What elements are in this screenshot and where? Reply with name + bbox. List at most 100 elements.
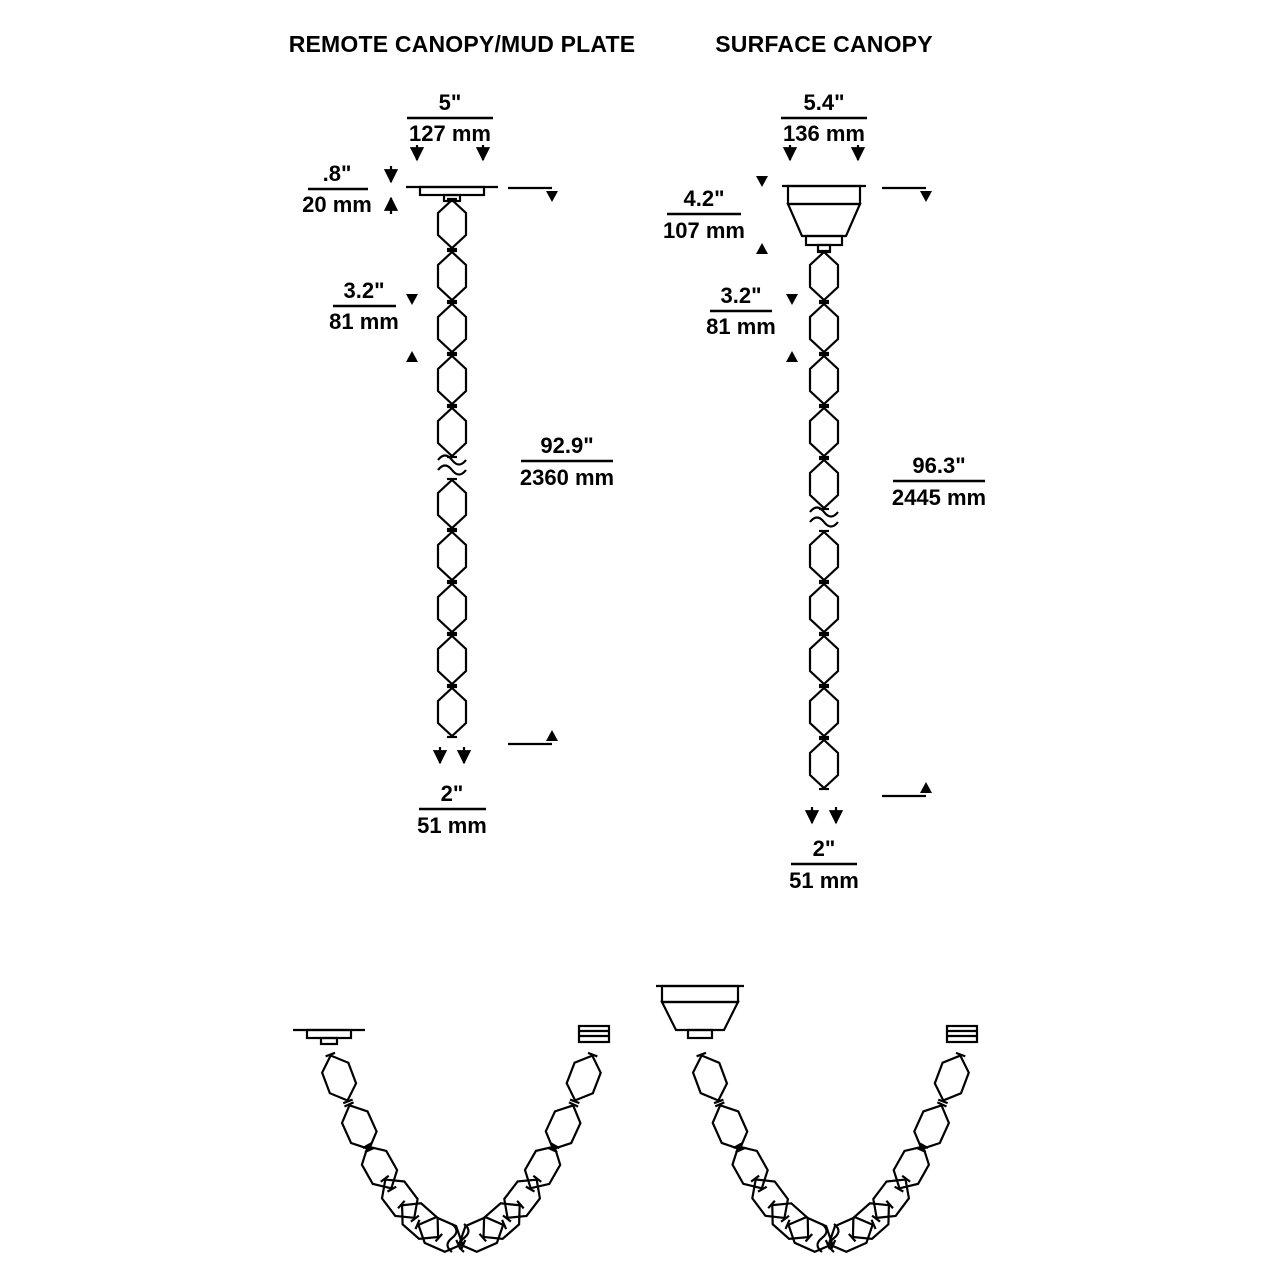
- chain-link: [538, 1097, 588, 1157]
- down-arrow: [920, 191, 932, 202]
- chain-link: [436, 353, 468, 407]
- surface-canopy-inches-label: 4.2": [683, 186, 724, 211]
- surface-canopy-dimension: 4.2" 107 mm: [663, 176, 768, 254]
- mud-plate: [305, 1028, 353, 1040]
- chain-link: [372, 1169, 428, 1229]
- remote-link-dimension: 3.2" 81 mm: [329, 278, 418, 362]
- chain-link: [808, 529, 840, 583]
- surface-link-width-inches-label: 2": [813, 836, 836, 861]
- chain-link: [808, 405, 840, 459]
- canopy-body: [786, 202, 862, 238]
- chain-link: [808, 581, 840, 635]
- remote-title: REMOTE CANOPY/MUD PLATE: [289, 31, 636, 57]
- chain-link: [316, 1048, 363, 1108]
- surface-link-inches-label: 3.2": [720, 283, 761, 308]
- up-arrow: [786, 351, 798, 362]
- remote-length-dimension: 92.9" 2360 mm: [508, 186, 614, 746]
- chain-link: [436, 685, 468, 739]
- chain-break-mark: [437, 454, 467, 476]
- surface-canopy: [782, 184, 866, 254]
- surface-link-dimension: 3.2" 81 mm: [706, 283, 798, 362]
- chain-link: [436, 529, 468, 583]
- end-mount: [945, 1024, 979, 1044]
- remote-link-width-mm-label: 51 mm: [417, 813, 487, 838]
- chain-link: [436, 633, 468, 687]
- remote-width-inches-label: 5": [439, 90, 462, 115]
- surface-link-width-mm-label: 51 mm: [789, 868, 859, 893]
- swag-remote-chain: [316, 1048, 607, 1259]
- swag-surface-canopy: [656, 984, 744, 1040]
- swag-surface-end-mount: [945, 1024, 979, 1044]
- remote-chain: [436, 197, 468, 739]
- remote-link-width-inches-label: 2": [441, 781, 464, 806]
- surface-width-inches-label: 5.4": [803, 90, 844, 115]
- remote-plate-inches-label: .8": [323, 161, 352, 186]
- chain-link: [436, 581, 468, 635]
- down-arrow: [756, 176, 768, 187]
- remote-link-width-dimension: 2" 51 mm: [417, 747, 487, 838]
- chain-link: [705, 1097, 755, 1157]
- chain-link: [436, 249, 468, 303]
- swag-surface-chain: [687, 1048, 975, 1259]
- chain-break-mark: [809, 506, 839, 528]
- canopy-base: [686, 1028, 714, 1040]
- mud-plate: [418, 185, 486, 197]
- swag-surface-drawing: [656, 984, 979, 1259]
- chain-link: [808, 685, 840, 739]
- canopy-band: [786, 184, 862, 206]
- chain-link: [436, 301, 468, 355]
- swag-remote-end-mount: [577, 1024, 611, 1044]
- chain-link: [560, 1048, 607, 1108]
- chain-link: [436, 197, 468, 251]
- chain-link: [494, 1169, 550, 1229]
- surface-width-mm-label: 136 mm: [783, 121, 865, 146]
- chain-link: [928, 1048, 975, 1108]
- up-arrow: [406, 351, 418, 362]
- chain-link: [907, 1097, 956, 1157]
- chain-link: [808, 301, 840, 355]
- surface-canopy-mm-label: 107 mm: [663, 218, 745, 243]
- chain-link: [335, 1097, 384, 1157]
- chain-link: [863, 1169, 919, 1229]
- remote-length-inches-label: 92.9": [540, 433, 593, 458]
- canopy-band: [660, 984, 740, 1004]
- chain-link: [841, 1192, 901, 1250]
- surface-diagram: SURFACE CANOPY 5.4" 136 mm 4.2" 107 mm: [663, 31, 986, 893]
- chain-break-mark: [816, 1223, 840, 1253]
- chain-link: [808, 457, 840, 511]
- surface-width-dimension: 5.4" 136 mm: [781, 90, 867, 162]
- remote-plate-dimension: .8" 20 mm: [302, 161, 399, 217]
- remote-link-inches-label: 3.2": [343, 278, 384, 303]
- surface-length-mm-label: 2445 mm: [892, 485, 986, 510]
- up-arrow: [756, 243, 768, 254]
- remote-length-mm-label: 2360 mm: [520, 465, 614, 490]
- remote-link-mm-label: 81 mm: [329, 309, 399, 334]
- remote-canopy-plate: [406, 185, 498, 203]
- canopy-body: [660, 1000, 740, 1032]
- chain-link: [742, 1169, 798, 1229]
- up-arrow: [920, 782, 932, 793]
- canopy-base: [804, 234, 844, 247]
- surface-link-mm-label: 81 mm: [706, 314, 776, 339]
- remote-plate-mm-label: 20 mm: [302, 192, 372, 217]
- down-arrow: [546, 191, 558, 202]
- down-arrow: [406, 294, 418, 305]
- down-arrow: [786, 294, 798, 305]
- chain-link: [808, 353, 840, 407]
- surface-length-dimension: 96.3" 2445 mm: [882, 186, 986, 798]
- chain-link: [687, 1048, 733, 1108]
- chain-link: [808, 633, 840, 687]
- end-mount: [577, 1024, 611, 1044]
- surface-chain: [808, 249, 840, 791]
- up-arrow: [546, 730, 558, 741]
- chain-link: [808, 249, 840, 303]
- plate-stem: [319, 1036, 339, 1046]
- chain-link: [436, 405, 468, 459]
- surface-link-width-dimension: 2" 51 mm: [789, 807, 859, 893]
- remote-width-dimension: 5" 127 mm: [407, 90, 493, 162]
- surface-title: SURFACE CANOPY: [715, 31, 933, 57]
- remote-diagram: REMOTE CANOPY/MUD PLATE 5" 127 mm .8" 20…: [289, 31, 636, 838]
- chain-link: [436, 477, 468, 531]
